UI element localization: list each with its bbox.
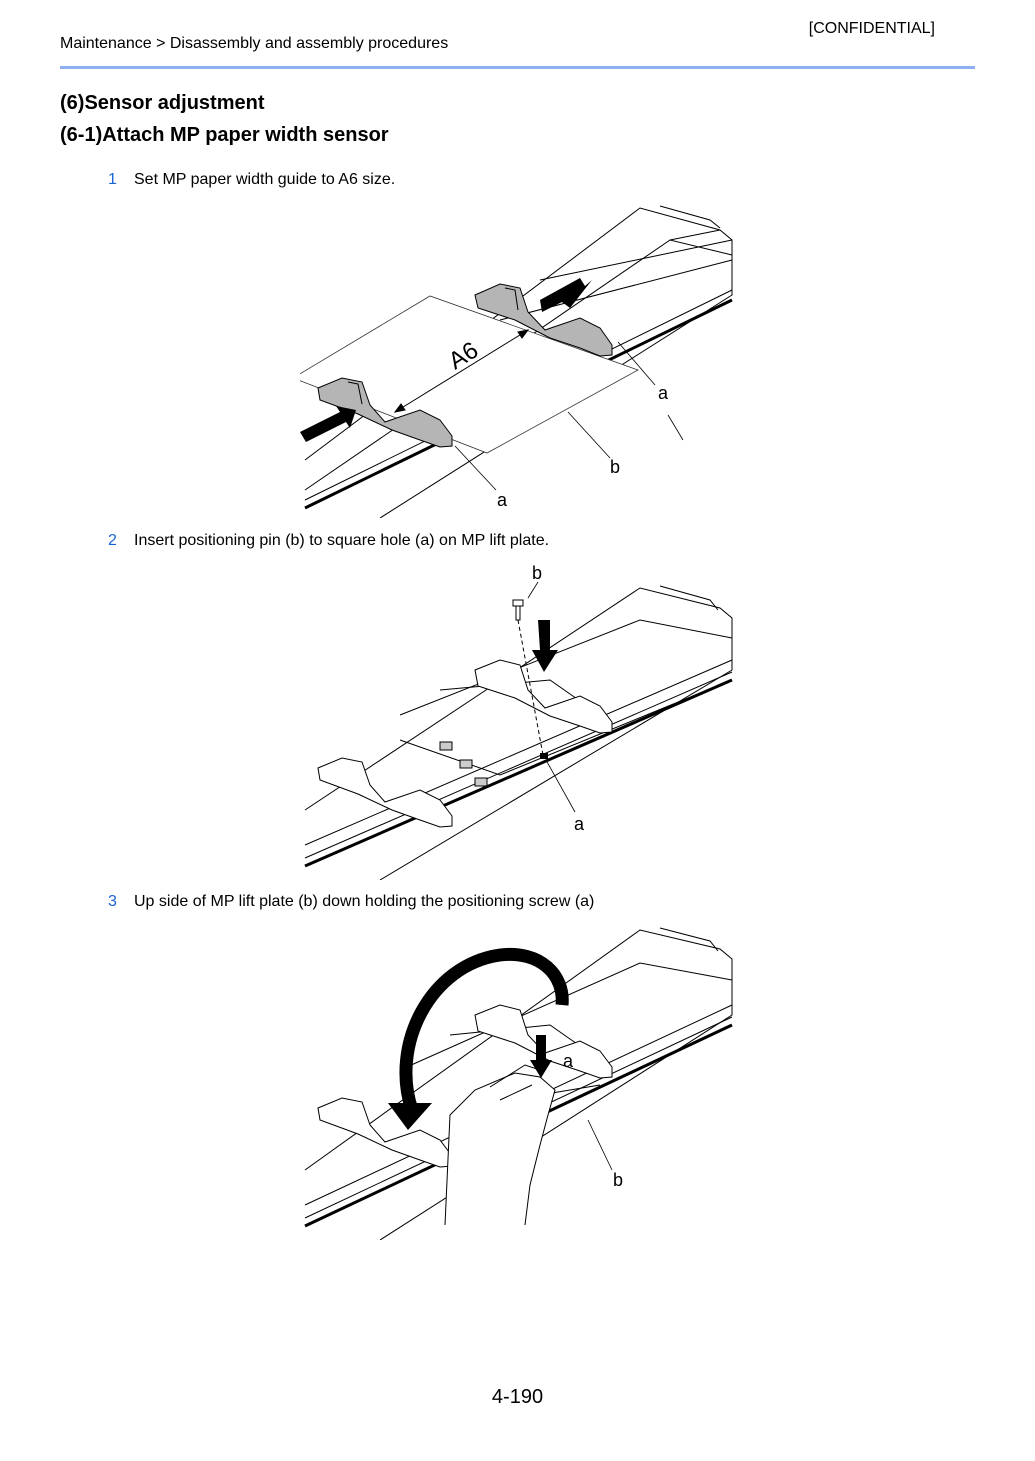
step-number: 3 — [108, 893, 117, 910]
section-heading: (6)Sensor adjustment — [60, 92, 265, 114]
rotation-arrowhead-icon — [388, 1103, 432, 1130]
arrow-right-icon — [300, 406, 356, 442]
confidential-label: [CONFIDENTIAL] — [808, 20, 935, 37]
page-number: 4-190 — [491, 1386, 544, 1408]
callout-b: b — [532, 563, 542, 583]
step-1: 1 Set MP paper width guide to A6 size. — [108, 171, 395, 189]
figure-width-guide: A6 a b a — [300, 200, 740, 518]
breadcrumb: Maintenance > Disassembly and assembly p… — [60, 35, 449, 52]
callout-b: b — [613, 1170, 623, 1190]
hand-glove — [444, 1072, 556, 1226]
paper-sheet — [300, 295, 639, 454]
callout-a-front: a — [497, 490, 508, 510]
positioning-pin-icon — [512, 599, 544, 756]
subsection-heading: (6-1)Attach MP paper width sensor — [60, 124, 389, 146]
figure-positioning-pin: b a — [300, 560, 740, 880]
step-text: Insert positioning pin (b) to square hol… — [134, 532, 550, 549]
callout-a: a — [563, 1051, 574, 1071]
rotation-arrow-icon — [399, 947, 569, 1113]
step-3: 3 Up side of MP lift plate (b) down holdi… — [108, 893, 594, 911]
width-guide-front — [317, 1097, 453, 1168]
step-number: 1 — [108, 171, 117, 188]
callout-a-rear: a — [658, 383, 669, 403]
width-guide-rear — [474, 659, 613, 734]
header-divider — [60, 66, 975, 69]
a6-dimension-line — [393, 329, 530, 413]
figure-lift-plate: a b — [300, 925, 740, 1240]
step-number: 2 — [108, 532, 117, 549]
width-guide-rear — [474, 1004, 613, 1079]
tray-illustration — [304, 585, 733, 880]
callout-line — [587, 1119, 613, 1171]
width-guide-rear — [474, 278, 613, 357]
width-guide-front — [300, 377, 453, 448]
square-hole — [540, 753, 548, 759]
arrow-left-icon — [540, 278, 592, 312]
callout-b: b — [610, 457, 620, 477]
step-text: Up side of MP lift plate (b) down holdin… — [134, 893, 595, 910]
arrow-down-icon — [532, 620, 558, 672]
callout-lines — [527, 581, 576, 813]
arrow-down-icon — [530, 1035, 552, 1078]
step-2: 2 Insert positioning pin (b) to square ho… — [108, 532, 549, 550]
width-guide-front — [317, 757, 453, 828]
step-text: Set MP paper width guide to A6 size. — [134, 171, 396, 188]
callout-a: a — [574, 814, 585, 834]
callout-lines — [454, 341, 684, 491]
